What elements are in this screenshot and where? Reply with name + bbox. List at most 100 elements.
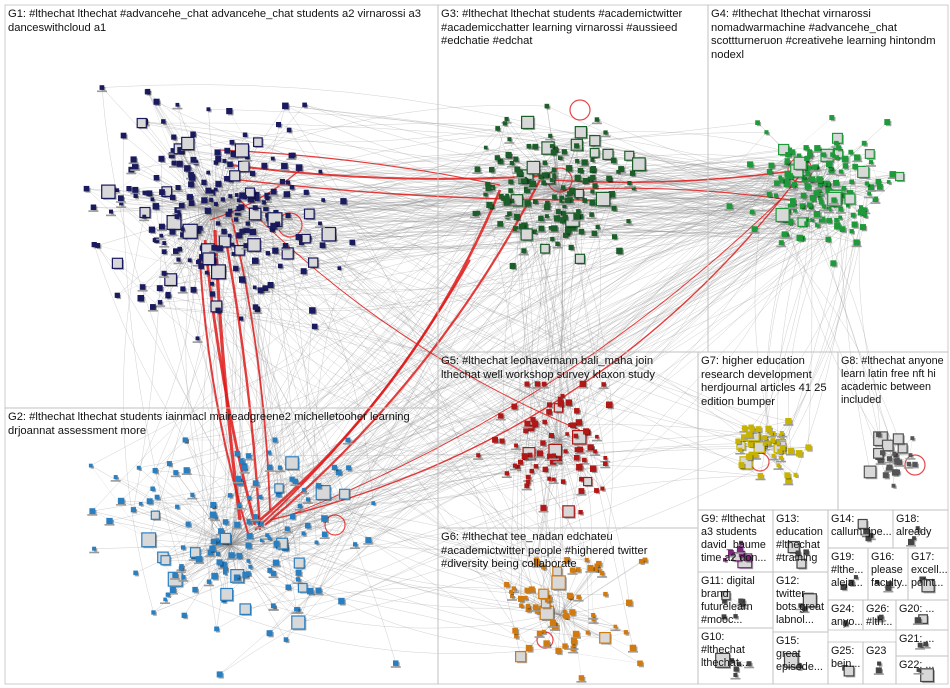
node [176, 160, 183, 167]
edge [559, 187, 791, 201]
node [892, 451, 897, 456]
edge [527, 189, 561, 204]
node-label-mark [597, 576, 608, 578]
edge [175, 544, 231, 580]
node-label-mark [167, 153, 178, 155]
node-label-mark [115, 201, 126, 203]
edge [225, 142, 235, 539]
node [371, 501, 376, 506]
node [574, 143, 580, 149]
edge [133, 509, 300, 564]
node [565, 399, 573, 406]
node [896, 459, 903, 466]
edge [559, 160, 614, 191]
node [526, 160, 541, 175]
node [796, 234, 803, 242]
edge [516, 189, 561, 218]
node [745, 453, 753, 461]
node [564, 197, 570, 204]
edge [180, 149, 296, 482]
node-label-mark [824, 211, 835, 214]
node-label-mark [210, 519, 221, 522]
edge [242, 238, 307, 280]
node-label-mark [170, 254, 181, 256]
node [775, 440, 780, 446]
edge [138, 467, 231, 546]
edge [544, 613, 605, 639]
node [762, 435, 768, 440]
node [113, 475, 118, 480]
edge [214, 209, 276, 220]
node [834, 140, 839, 146]
node [857, 518, 868, 529]
node [575, 159, 580, 164]
node-label-mark [116, 206, 127, 208]
node [923, 641, 928, 647]
node-label-mark [545, 138, 556, 141]
edge [544, 421, 561, 441]
node [863, 213, 868, 218]
node [872, 196, 879, 203]
node-label-mark [870, 202, 881, 204]
node-label-mark [751, 458, 762, 460]
edge [487, 184, 817, 200]
node [876, 184, 883, 190]
node [531, 420, 539, 428]
node [513, 156, 519, 162]
edge [513, 407, 559, 589]
node [555, 647, 562, 654]
edge [183, 544, 231, 578]
node [864, 149, 875, 160]
node [812, 164, 818, 170]
node [314, 540, 319, 545]
node [267, 450, 272, 455]
node [335, 469, 342, 476]
node [625, 599, 633, 607]
edge [535, 160, 788, 202]
node [227, 493, 233, 498]
node-label-mark [539, 178, 550, 181]
node [92, 546, 97, 551]
node [589, 465, 597, 472]
node [584, 557, 589, 563]
node-label-mark [912, 623, 923, 625]
node [517, 170, 523, 176]
node-label-mark [836, 174, 847, 177]
edge [155, 243, 558, 471]
node [610, 157, 617, 164]
node [136, 465, 141, 470]
node [520, 228, 533, 241]
edge [559, 439, 581, 513]
node-label-mark [319, 537, 330, 539]
node [161, 270, 167, 276]
node [552, 173, 557, 179]
edge [296, 437, 765, 610]
node [146, 190, 153, 197]
node [175, 504, 180, 509]
node [631, 157, 646, 172]
edge [182, 229, 241, 483]
node-label-mark [279, 169, 290, 171]
node [591, 612, 596, 618]
node-label-mark [794, 668, 805, 670]
node-label-mark [274, 470, 285, 473]
node-label-mark [228, 157, 239, 159]
node-label-mark [178, 580, 189, 582]
node [551, 225, 558, 232]
edge [149, 193, 216, 211]
edge [792, 184, 821, 202]
edge [214, 209, 242, 232]
node [525, 644, 533, 652]
edge [536, 422, 580, 564]
node [733, 672, 738, 678]
node-label-mark [286, 158, 297, 161]
edge [269, 195, 777, 634]
node [293, 557, 305, 569]
node [234, 450, 241, 457]
edge [133, 158, 163, 510]
edge [180, 123, 808, 187]
node [546, 409, 552, 415]
edge [542, 439, 561, 444]
node [591, 230, 598, 237]
node [301, 233, 311, 244]
